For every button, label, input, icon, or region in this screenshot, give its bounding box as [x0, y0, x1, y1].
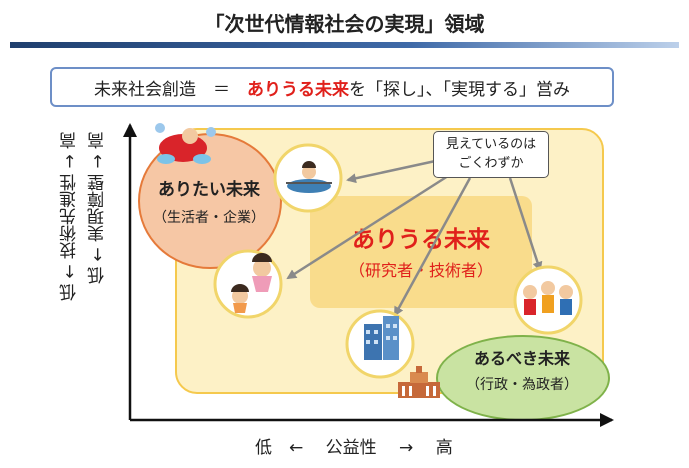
building-icon — [345, 309, 415, 379]
x-axis-label: 低 ← 公益性 → 高 — [255, 438, 453, 458]
flying-car-icon — [155, 123, 216, 164]
arrow-to-building — [393, 177, 472, 317]
callout-box: 見えているのは ごくわずか — [433, 131, 549, 178]
callout-line1: 見えているのは — [445, 137, 537, 152]
y-axis-label-tech: 低 ← 技術先進性 → 高 — [60, 132, 80, 302]
desired-future-title: ありたい未来 — [158, 180, 260, 200]
drone-icon — [273, 143, 343, 213]
people-icon — [213, 249, 283, 319]
page-title: 「次世代情報社会の実現」領域 — [204, 12, 485, 36]
possible-future-title: ありうる未来 — [352, 227, 490, 253]
ought-future-title: あるべき未来 — [473, 349, 570, 368]
desired-future-sub: （生活者・企業） — [153, 210, 265, 226]
government-building-icon — [398, 366, 440, 398]
title-underline — [10, 42, 679, 48]
definition-right: を「探し」、「実現する」営み — [349, 79, 570, 100]
possible-future-sub: （研究者・技術者） — [348, 261, 493, 280]
possible-future-core — [310, 196, 532, 308]
ought-future-sub: （行政・為政者） — [466, 377, 578, 393]
y-axis-label-barrier: 低 ← 実現障壁 → 高 — [88, 132, 108, 285]
arrow-to-crowd — [508, 177, 543, 272]
arrow-to-drone — [346, 158, 441, 184]
definition-box: 未来社会創造 ＝ ありうる未来を「探し」、「実現する」営み — [50, 67, 614, 107]
definition-left: 未来社会創造 ＝ — [94, 79, 247, 100]
crowd-icon — [513, 265, 583, 335]
arrow-to-people — [286, 174, 449, 280]
callout-line2: ごくわずか — [458, 156, 524, 171]
definition-highlight: ありうる未来 — [247, 79, 349, 100]
